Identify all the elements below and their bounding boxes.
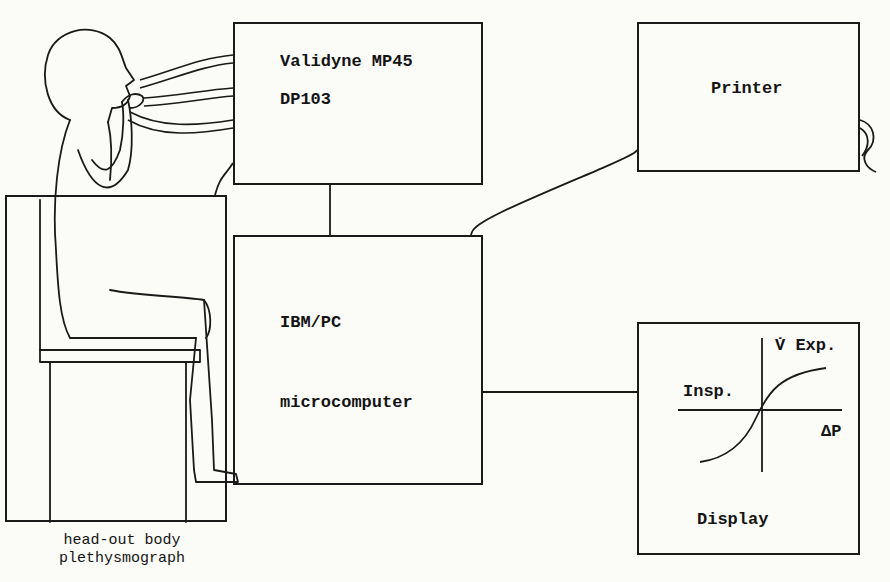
device-name: DP103 (280, 90, 331, 110)
axis-label: ΔP (821, 422, 841, 442)
signal-wire (215, 163, 233, 195)
printer-paper-curl (860, 120, 876, 172)
transducer-box: Validyne MP45DP103 (233, 22, 483, 185)
computer-box: IBM/PC microcomputer (233, 235, 483, 485)
signal-wire (329, 185, 331, 235)
axis-label: Insp. (683, 382, 734, 402)
device-name: microcomputer (280, 393, 413, 413)
flow-pressure-graph (678, 338, 842, 472)
device-name: Printer (711, 79, 782, 99)
box-label: head-out body plethysmograph (47, 532, 197, 568)
signal-wire (483, 391, 637, 393)
device-name: Display (697, 510, 768, 530)
signal-wire (471, 150, 637, 235)
seated-person (40, 30, 238, 522)
axis-label: V̇ Exp. (775, 336, 836, 356)
plethysmograph-box: head-out body plethysmograph (5, 195, 227, 522)
nasal-tubes (128, 55, 233, 133)
printer-box: Printer (637, 22, 860, 172)
device-name: IBM/PC (280, 313, 341, 333)
device-name: Validyne MP45 (280, 52, 413, 72)
display-box: V̇ Exp. Insp. ΔP Display (637, 322, 860, 555)
